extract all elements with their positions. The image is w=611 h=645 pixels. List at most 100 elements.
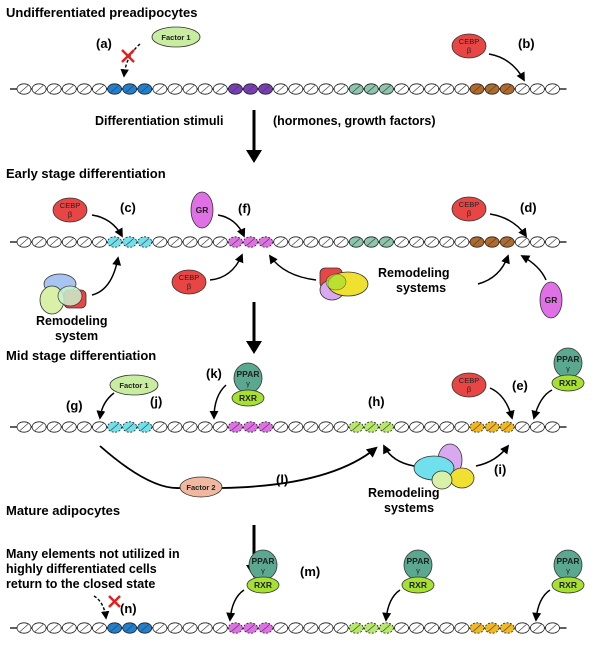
cebp-protein-c: CEBP β bbox=[52, 197, 88, 223]
nucleosome-hatch bbox=[382, 423, 391, 431]
svg-text:CEBP: CEBP bbox=[60, 201, 80, 210]
nucleosome-hatch bbox=[291, 624, 301, 632]
ppar-rxr-dimer-k: PPAR γ RXR bbox=[231, 362, 265, 407]
gr-protein-d: GR bbox=[539, 281, 563, 319]
nucleosome-hatch bbox=[261, 624, 270, 632]
nucleosome-hatch bbox=[276, 238, 285, 246]
svg-text:γ: γ bbox=[566, 566, 570, 575]
nucleosome-hatch bbox=[533, 238, 542, 246]
note-line-3: return to the closed state bbox=[6, 577, 155, 591]
factor1-protein-a: Factor 1 bbox=[151, 26, 201, 48]
stage-title-mid: Mid stage differentiation bbox=[6, 348, 156, 363]
note-line-2: highly differentiated cells bbox=[6, 562, 157, 576]
svg-text:RXR: RXR bbox=[559, 378, 577, 388]
label-g: (g) bbox=[66, 398, 83, 413]
nucleosome-hatch bbox=[367, 624, 376, 632]
nucleosome-hatch bbox=[427, 624, 436, 632]
blocked-arrow-n bbox=[93, 595, 110, 620]
nucleosome-hatch bbox=[125, 423, 134, 431]
cebp-protein-b: CEBP β bbox=[451, 33, 487, 59]
ppar-rxr-dimer-m2: PPAR γ RXR bbox=[401, 549, 435, 594]
svg-text:γ: γ bbox=[261, 566, 265, 575]
nucleosome-hatch bbox=[95, 423, 104, 431]
arrow-k bbox=[209, 384, 227, 420]
nucleosome-hatch bbox=[291, 238, 301, 246]
nucleosome-hatch bbox=[65, 624, 74, 632]
nucleosome-hatch bbox=[427, 85, 436, 93]
arrow-e-cebp bbox=[489, 387, 515, 420]
nucleosome-hatch bbox=[185, 238, 195, 246]
nucleosome-hatch bbox=[336, 423, 346, 431]
nucleosome-hatch bbox=[155, 238, 165, 246]
label-a: (a) bbox=[96, 36, 112, 51]
svg-text:CEBP: CEBP bbox=[459, 200, 479, 209]
remodeling-system-label-2: system bbox=[55, 329, 98, 343]
nucleosome-hatch bbox=[351, 423, 361, 431]
nucleosome-hatch bbox=[412, 423, 421, 431]
arrow-c bbox=[91, 214, 123, 238]
arrow-e-ppar bbox=[531, 389, 553, 420]
arrow-m-2 bbox=[382, 589, 401, 622]
arrow-f-cebp bbox=[209, 253, 244, 281]
nucleosome-hatch bbox=[80, 85, 89, 93]
label-b: (b) bbox=[518, 36, 535, 51]
svg-text:Factor 1: Factor 1 bbox=[119, 381, 148, 390]
nucleosome-hatch bbox=[231, 85, 240, 93]
nucleosome-hatch bbox=[155, 85, 165, 93]
label-i: (i) bbox=[494, 462, 506, 477]
chromatin-strand-2 bbox=[10, 236, 567, 248]
nucleosome-hatch bbox=[412, 238, 421, 246]
remodeling-complex-center bbox=[319, 267, 369, 301]
nucleosome-hatch bbox=[80, 423, 89, 431]
nucleosome-hatch bbox=[548, 624, 557, 632]
nucleosome-hatch bbox=[306, 423, 316, 431]
label-l: (l) bbox=[276, 472, 288, 487]
nucleosome-hatch bbox=[216, 85, 225, 93]
nucleosome-hatch bbox=[457, 624, 467, 632]
nucleosome-hatch bbox=[200, 423, 210, 431]
nucleosome-hatch bbox=[19, 85, 29, 93]
chromatin-strand-3 bbox=[10, 421, 567, 433]
nucleosome-hatch bbox=[351, 624, 361, 632]
nucleosome-hatch bbox=[155, 624, 165, 632]
ppar-rxr-dimer-e: PPAR γ RXR bbox=[551, 347, 585, 392]
nucleosome-hatch bbox=[321, 624, 331, 632]
svg-text:CEBP: CEBP bbox=[459, 37, 479, 46]
path-l-right bbox=[221, 446, 378, 489]
nucleosome-hatch bbox=[397, 624, 406, 632]
nucleosome-hatch bbox=[19, 423, 29, 431]
nucleosome-hatch bbox=[34, 624, 44, 632]
svg-text:GR: GR bbox=[545, 295, 558, 305]
nucleosome-hatch bbox=[19, 238, 29, 246]
nucleosome-hatch bbox=[336, 624, 346, 632]
nucleosome-hatch bbox=[276, 423, 285, 431]
nucleosome-hatch bbox=[110, 85, 119, 93]
nucleosome-hatch bbox=[518, 238, 527, 246]
nucleosome-hatch bbox=[95, 238, 104, 246]
nucleosome-hatch bbox=[49, 624, 59, 632]
nucleosome-hatch bbox=[412, 624, 421, 632]
svg-text:CEBP: CEBP bbox=[179, 273, 199, 282]
arrow-b bbox=[488, 53, 525, 82]
nucleosome-hatch bbox=[397, 423, 406, 431]
svg-text:γ: γ bbox=[246, 379, 250, 388]
arrow-m-1 bbox=[226, 589, 245, 622]
remodeling-systems-label-a: Remodeling bbox=[378, 266, 450, 280]
nucleosome-hatch bbox=[321, 238, 331, 246]
nucleosome-hatch bbox=[125, 624, 134, 632]
nucleosome-hatch bbox=[170, 238, 180, 246]
nucleosome-hatch bbox=[276, 624, 285, 632]
nucleosome-hatch bbox=[457, 423, 467, 431]
ppar-rxr-dimer-m3: PPAR γ RXR bbox=[551, 549, 585, 594]
nucleosome-hatch bbox=[276, 85, 285, 93]
remodeling-systems-label-b: Remodeling bbox=[368, 486, 440, 500]
nucleosome-hatch bbox=[472, 624, 482, 632]
nucleosome-hatch bbox=[125, 85, 134, 93]
nucleosome-hatch bbox=[442, 238, 452, 246]
nucleosome-hatch bbox=[518, 624, 527, 632]
nucleosome-hatch bbox=[200, 238, 210, 246]
nucleosome-hatch bbox=[140, 238, 150, 246]
remodeling-systems-label-a2: systems bbox=[396, 281, 446, 295]
svg-text:β: β bbox=[467, 46, 472, 55]
